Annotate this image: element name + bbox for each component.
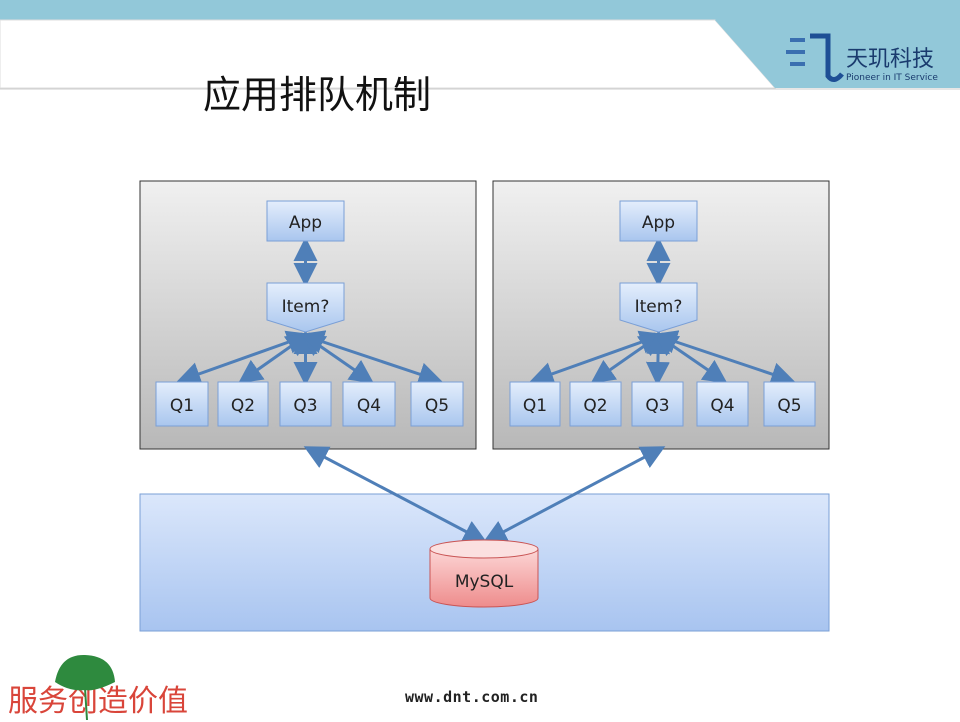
slide-title: 应用排队机制 [203,73,432,117]
company-logo-icon [786,33,844,82]
queue-node-Q2 [569,381,622,427]
queue-node-Q3 [279,381,332,427]
queue-label: Q5 [425,396,449,416]
queue-node-Q5 [410,381,464,427]
queue-label: Q2 [231,396,255,416]
queue-node-Q2 [217,381,269,427]
header-bar [0,0,960,20]
footer-url: www.dnt.com.cn [405,688,539,706]
tree-logo-icon [55,654,115,721]
header-decoration: 天玑科技 Pioneer in IT Service [0,19,960,90]
item-queue-arrow [652,330,796,386]
app-label: App [642,213,675,233]
company-name: 天玑科技 [846,47,934,72]
queue-label: Q1 [170,396,194,416]
item-label: Item? [635,297,683,317]
queue-node-Q5 [763,381,816,427]
queue-node-Q1 [155,381,209,427]
queue-node-Q3 [631,381,684,427]
app-node [619,200,698,242]
slogan: 服务创造价值 [8,684,188,719]
mysql-database-icon: MySQL [429,539,539,608]
queue-label: Q1 [523,396,547,416]
server1-db-arrow [303,446,488,543]
queue-node-Q4 [342,381,396,427]
item-check-node [266,282,345,333]
app-node [266,200,345,242]
server2-db-arrow [482,446,666,543]
queue-label: Q3 [293,396,317,416]
queue-label: Q4 [357,396,381,416]
item-queue-arrow [299,330,443,386]
queue-label: Q5 [777,396,801,416]
database-label: MySQL [455,572,514,592]
queue-node-Q4 [696,381,749,427]
item-check-node [619,282,698,333]
queue-node-Q1 [509,381,561,427]
app-label: App [289,213,322,233]
company-tagline: Pioneer in IT Service [846,73,938,83]
queue-label: Q3 [645,396,669,416]
item-label: Item? [282,297,330,317]
queue-label: Q4 [710,396,734,416]
item-queue-arrow [645,330,671,386]
queue-label: Q2 [583,396,607,416]
